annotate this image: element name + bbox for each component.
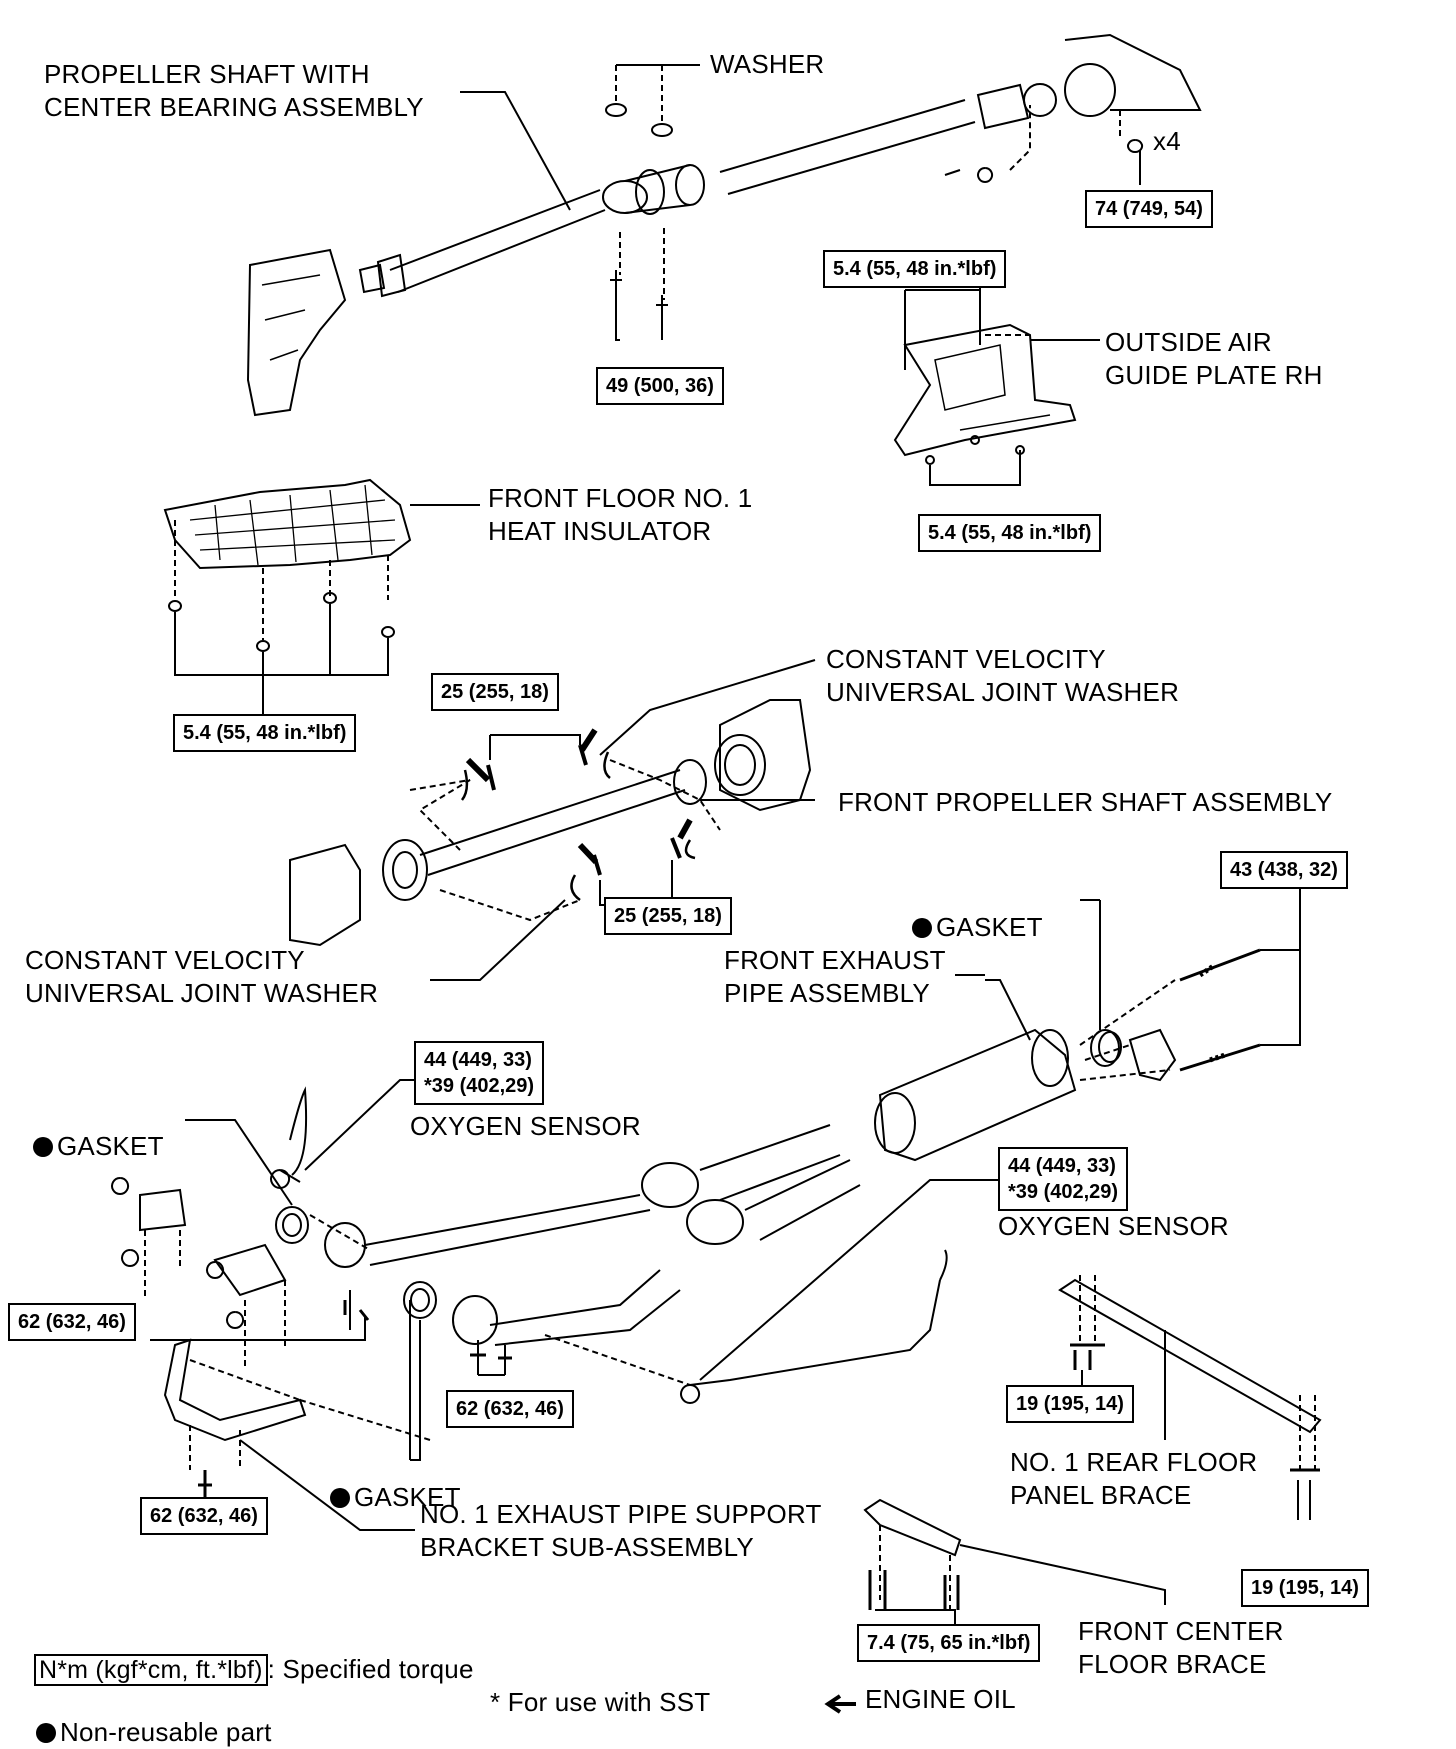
gasket-bottom-text: GASKET xyxy=(354,1482,461,1512)
gasket-right-text: GASKET xyxy=(936,912,1043,942)
legend-specified-torque: : Specified torque xyxy=(267,1654,474,1684)
front-exhaust-pipe-drawing xyxy=(185,880,1301,1461)
torque-25-bottom: 25 (255, 18) xyxy=(604,897,732,935)
label-front-floor-insulator: FRONT FLOOR NO. 1 HEAT INSULATOR xyxy=(488,483,753,546)
torque-25-top: 25 (255, 18) xyxy=(431,673,559,711)
torque-19-right: 19 (195, 14) xyxy=(1241,1569,1369,1607)
legend-engine-oil: ENGINE OIL xyxy=(865,1684,1016,1714)
torque-74-brace: 7.4 (75, 65 in.*lbf) xyxy=(857,1624,1041,1662)
torque-44-right: 44 (449, 33) *39 (402,29) xyxy=(998,1147,1129,1211)
legend-non-reusable-text: Non-reusable part xyxy=(60,1717,272,1747)
front-center-floor-brace-drawing xyxy=(863,1498,1166,1625)
torque-44-left: 44 (449, 33) *39 (402,29) xyxy=(414,1041,545,1105)
label-outside-air-guide: OUTSIDE AIR GUIDE PLATE RH xyxy=(1105,327,1323,390)
label-washer: WASHER xyxy=(710,49,825,79)
torque-49: 49 (500, 36) xyxy=(596,367,724,405)
label-oxygen-sensor-left: OXYGEN SENSOR xyxy=(410,1111,641,1141)
legend-unit-box: N*m (kgf*cm, ft.*lbf) xyxy=(34,1654,268,1686)
torque-74: 74 (749, 54) xyxy=(1085,190,1213,228)
label-exhaust-bracket: NO. 1 EXHAUST PIPE SUPPORT BRACKET SUB-A… xyxy=(420,1499,822,1562)
label-rear-floor-brace: NO. 1 REAR FLOOR PANEL BRACE xyxy=(1010,1447,1258,1510)
label-front-center-brace: FRONT CENTER FLOOR BRACE xyxy=(1078,1616,1284,1679)
gasket-left-text: GASKET xyxy=(57,1131,164,1161)
outside-air-guide-plate-drawing xyxy=(893,270,1100,486)
torque-guide-top: 5.4 (55, 48 in.*lbf) xyxy=(823,250,1007,288)
rear-propeller-shaft-drawing xyxy=(246,33,1202,417)
legend-torque: N*m (kgf*cm, ft.*lbf): Specified torque xyxy=(34,1620,474,1687)
label-front-prop-shaft: FRONT PROPELLER SHAFT ASSEMBLY xyxy=(838,787,1333,817)
non-reusable-dot-icon xyxy=(330,1488,350,1508)
front-propeller-shaft-drawing xyxy=(289,659,816,981)
torque-19-left: 19 (195, 14) xyxy=(1006,1385,1134,1423)
torque-43: 43 (438, 32) xyxy=(1220,851,1348,889)
torque-62-left: 62 (632, 46) xyxy=(8,1303,136,1341)
non-reusable-dot-icon xyxy=(36,1723,56,1743)
non-reusable-dot-icon xyxy=(33,1137,53,1157)
label-propeller-shaft: PROPELLER SHAFT WITH CENTER BEARING ASSE… xyxy=(44,59,424,122)
torque-62-mid: 62 (632, 46) xyxy=(446,1390,574,1428)
label-gasket-right: GASKET xyxy=(912,878,1043,944)
label-gasket-bottom: GASKET xyxy=(330,1448,461,1514)
legend-non-reusable: Non-reusable part xyxy=(36,1683,272,1749)
exhaust-bracket-drawing xyxy=(111,1177,512,1531)
torque-guide-bottom: 5.4 (55, 48 in.*lbf) xyxy=(918,514,1102,552)
label-cv-washer-bottom: CONSTANT VELOCITY UNIVERSAL JOINT WASHER xyxy=(25,945,379,1008)
label-front-exhaust-pipe: FRONT EXHAUST PIPE ASSEMBLY xyxy=(724,945,946,1008)
label-x4: x4 xyxy=(1153,126,1181,156)
label-gasket-left: GASKET xyxy=(33,1097,164,1163)
label-cv-washer-top: CONSTANT VELOCITY UNIVERSAL JOINT WASHER xyxy=(826,644,1180,707)
torque-62-bottom: 62 (632, 46) xyxy=(140,1497,268,1535)
legend-sst-note: * For use with SST xyxy=(490,1687,711,1717)
engine-oil-arrow-icon xyxy=(824,1694,856,1714)
label-oxygen-sensor-right: OXYGEN SENSOR xyxy=(998,1211,1229,1241)
heat-insulator-drawing xyxy=(163,478,480,720)
non-reusable-dot-icon xyxy=(912,918,932,938)
torque-insulator: 5.4 (55, 48 in.*lbf) xyxy=(173,714,357,752)
